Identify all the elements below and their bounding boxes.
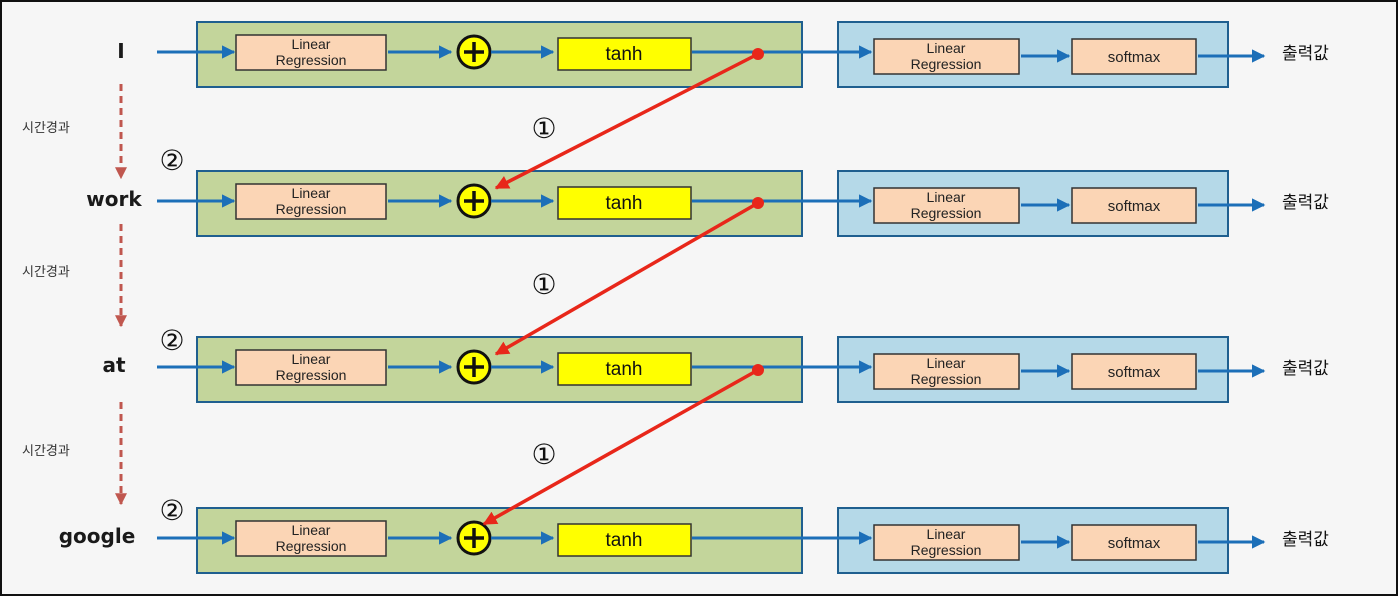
step-1-marker: ① [531,112,556,145]
step-2-marker: ② [159,144,184,177]
tanh-label: tanh [606,193,643,214]
output-value-label: 출력값 [1282,193,1329,213]
output-linear-label-line1: Linear [927,189,966,205]
recurrent-arrow [482,368,759,526]
softmax-box [1071,524,1197,561]
linear-label-line1: Linear [292,36,331,52]
softmax-label: softmax [1108,198,1161,215]
output-linear-label-line2: Regression [911,205,982,221]
tanh-label: tanh [606,530,643,551]
recurrent-link-1: ① ② [159,197,764,357]
output-linear-regression-box [873,353,1020,390]
recurrent-link-2: ① ② [159,364,764,527]
time-passing-label: 시간경과 [22,265,70,280]
step-2-marker: ② [159,494,184,527]
linear-label-line2: Regression [276,201,347,217]
tanh-box [557,352,692,386]
softmax-label: softmax [1108,364,1161,381]
tanh-box [557,37,692,71]
output-linear-label-line1: Linear [927,40,966,56]
time-flow-0: 시간경과 [22,84,127,180]
linear-regression-box [235,349,387,386]
tanh-label: tanh [606,44,643,65]
row-google: google Linear Regression tanh Linear Reg… [59,507,1329,574]
output-value-label: 출력값 [1282,359,1329,379]
recurrent-arrow [494,52,759,190]
row-work: work Linear Regression tanh Linear Regre… [86,170,1329,237]
output-value-label: 출력값 [1282,530,1329,550]
linear-label-line2: Regression [276,538,347,554]
tanh-box [557,523,692,557]
step-1-marker: ① [531,438,556,471]
linear-label-line1: Linear [292,522,331,538]
row-I: I Linear Regression tanh Linear Regressi… [117,21,1329,88]
output-linear-label-line2: Regression [911,56,982,72]
time-flow-1: 시간경과 [22,224,127,328]
time-flow-2: 시간경과 [22,402,127,506]
linear-label-line2: Regression [276,367,347,383]
softmax-box [1071,38,1197,75]
softmax-label: softmax [1108,49,1161,66]
input-word: I [117,39,124,63]
softmax-box [1071,187,1197,224]
linear-label-line1: Linear [292,351,331,367]
output-linear-regression-box [873,187,1020,224]
tanh-label: tanh [606,359,643,380]
step-2-marker: ② [159,324,184,357]
output-linear-label-line1: Linear [927,526,966,542]
input-word: google [59,524,136,548]
recurrent-link-0: ① ② [159,48,764,190]
input-word: work [86,187,142,211]
linear-regression-box [235,183,387,220]
softmax-label: softmax [1108,535,1161,552]
time-passing-label: 시간경과 [22,444,70,459]
output-linear-regression-box [873,38,1020,75]
output-linear-regression-box [873,524,1020,561]
time-passing-label: 시간경과 [22,121,70,136]
output-linear-label-line2: Regression [911,542,982,558]
input-word: at [102,353,125,377]
step-1-marker: ① [531,268,556,301]
output-linear-label-line2: Regression [911,371,982,387]
linear-label-line2: Regression [276,52,347,68]
output-value-label: 출력값 [1282,44,1329,64]
output-linear-label-line1: Linear [927,355,966,371]
recurrent-arrow [494,201,759,356]
tanh-box [557,186,692,220]
linear-regression-box [235,34,387,71]
linear-label-line1: Linear [292,185,331,201]
softmax-box [1071,353,1197,390]
linear-regression-box [235,520,387,557]
